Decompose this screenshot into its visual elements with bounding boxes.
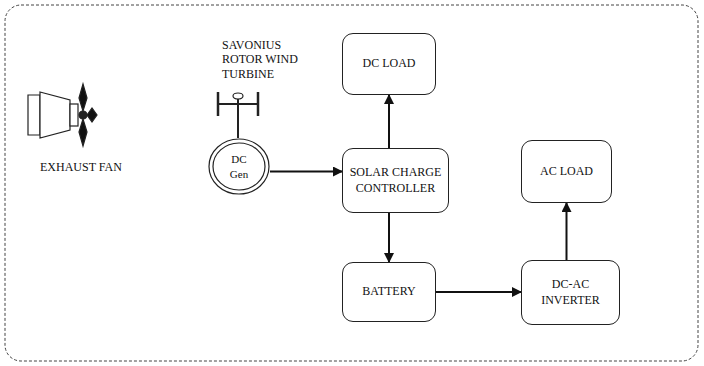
fan-label: EXHAUST FAN xyxy=(40,160,150,174)
node-text: SOLAR CHARGE CONTROLLER xyxy=(343,165,448,196)
system-boundary xyxy=(5,5,698,361)
node-text: BATTERY xyxy=(358,284,419,300)
generator-outline xyxy=(208,138,270,195)
controller-box: SOLAR CHARGE CONTROLLER xyxy=(342,148,449,213)
exhaust-fan xyxy=(28,84,97,146)
inverter-box: DC-AC INVERTER xyxy=(521,260,620,325)
arrow-connector xyxy=(436,291,521,293)
node-text: DC-AC INVERTER xyxy=(522,277,619,308)
load-box: AC LOAD xyxy=(521,140,612,203)
arrow-connector xyxy=(566,203,568,260)
arrow-connector xyxy=(388,213,390,262)
node-text: DC Gen xyxy=(223,152,255,181)
savonius-turbine xyxy=(218,92,258,138)
generator-circle: DC Gen xyxy=(208,138,270,195)
arrow-connector xyxy=(388,95,390,148)
turbine-label: SAVONIUS ROTOR WIND TURBINE xyxy=(222,38,304,81)
battery-box: BATTERY xyxy=(342,262,436,322)
arrow-connector xyxy=(270,171,342,173)
load-box: DC LOAD xyxy=(342,33,436,95)
node-text: AC LOAD xyxy=(536,164,597,180)
node-text: DC LOAD xyxy=(359,56,420,72)
